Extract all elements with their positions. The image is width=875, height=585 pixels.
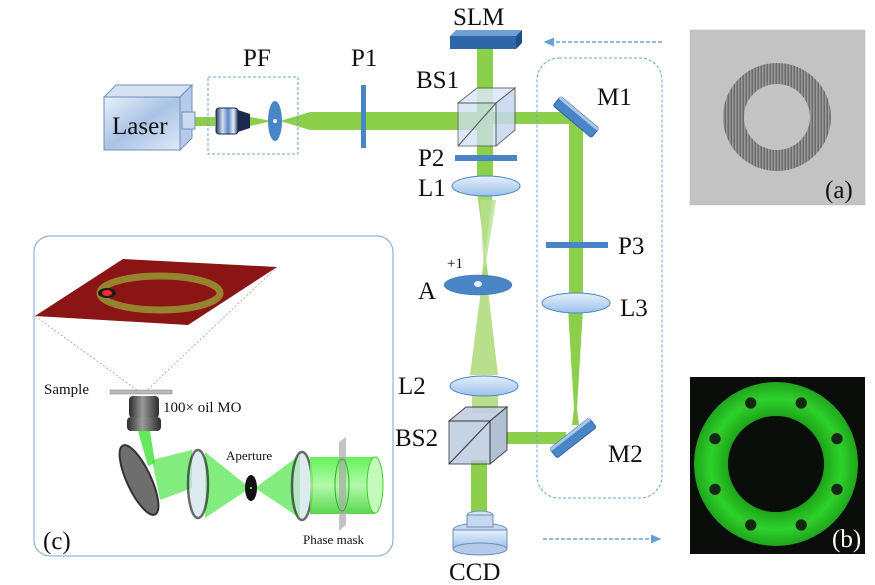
beam-l3-focus [568,309,583,408]
panel-c-lens2 [290,450,314,522]
slm: SLM [450,4,522,49]
beam-laser-out [195,117,215,126]
slm-label: SLM [453,4,504,31]
phase-mask [339,437,346,531]
ring-hole [744,396,758,410]
pinhole-filter: PF [207,45,299,155]
ring-hole [794,396,808,410]
beam-collimated-main [310,112,480,130]
panel-c-microscope: Sample 100× oil MO Aperture Phase mask (… [33,235,394,557]
m1-label: M1 [597,84,632,111]
oil-objective [127,396,161,431]
beam-converging [250,117,272,126]
ccd-label: CCD [449,559,500,585]
l3-label: L3 [620,295,648,322]
beam-splitter-bs1: BS1 [416,67,517,148]
panel-a-label: (a) [825,177,853,204]
diffraction-order-label: +1 [447,256,463,272]
lens-l3: L3 [541,292,648,322]
l1-label: L1 [418,175,446,202]
beam-to-ccd [471,460,487,520]
bs2-label: BS2 [395,425,438,452]
mirror-m2: M2 [549,417,643,468]
ring-hole [708,432,722,446]
p3-label: P3 [618,233,644,260]
l2-label: L2 [398,373,426,400]
panel-c-lens1 [186,448,210,520]
bs1-label: BS1 [416,67,459,94]
lens-l2: L2 [398,373,519,400]
objective-label: 100× oil MO [163,400,242,416]
pf-objective [215,107,239,135]
ccd-camera: CCD [449,510,508,585]
ring-holes [708,396,844,532]
polarizer-p3: P3 [546,233,644,260]
p1-label: P1 [351,45,377,72]
laser-source: Laser [102,83,196,152]
panel-a-hologram: (a) [689,29,866,206]
p2-label: P2 [418,145,444,172]
mirror-m1: M1 [553,84,632,138]
sample-label: Sample [44,382,89,398]
m2-label: M2 [608,441,643,468]
beam-a-to-l2 [470,290,498,375]
reference-arm-box [536,57,663,499]
panel-b-ccd-image: (b) [690,377,865,554]
aperture-a: A +1 [418,256,513,305]
beam-reference-to-bs2 [506,432,566,444]
sample-slide [109,389,173,395]
aperture-label: Aperture [226,448,272,463]
a-label: A [418,278,436,305]
phase-mask-label: Phase mask [303,532,365,547]
panel-c-label: (c) [43,528,71,555]
pf-label: PF [243,45,271,72]
lens-l1: L1 [418,175,521,202]
beam-diverging [280,112,310,130]
beam-splitter-bs2: BS2 [395,405,509,466]
pf-dashed-box [207,76,299,155]
polarizer-p1: P1 [351,45,377,148]
ring-hole [794,518,808,532]
laser-label: Laser [112,113,168,140]
ring-hole [708,482,722,496]
ring-hole [744,518,758,532]
sample-plane [35,259,277,325]
beam-reference-vertical [569,118,583,298]
panel-b-label: (b) [832,526,861,553]
ring-hole [830,432,844,446]
ring-hole [830,482,844,496]
polarizer-p2: P2 [418,145,517,172]
